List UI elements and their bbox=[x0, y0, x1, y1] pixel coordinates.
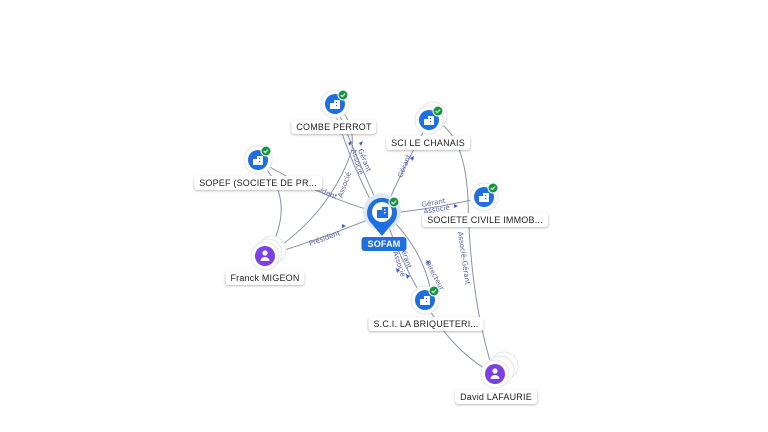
arrow-icon bbox=[410, 156, 414, 161]
arrow-icon bbox=[342, 224, 346, 228]
arrow-icon bbox=[396, 268, 400, 273]
building-icon bbox=[330, 100, 340, 109]
verified-check-icon bbox=[260, 145, 272, 157]
node-combe-perrot[interactable] bbox=[320, 89, 350, 119]
verified-check-icon bbox=[388, 196, 400, 208]
arrow-icon bbox=[454, 204, 458, 208]
edge-label-associe-gerant-chanais: Associé-Gérant bbox=[456, 231, 471, 285]
node-label-sopef[interactable]: SOPEF (SOCIETE DE PR... bbox=[194, 176, 322, 190]
building-icon bbox=[479, 193, 489, 202]
person-icon bbox=[490, 368, 500, 379]
arrow-icon bbox=[426, 260, 430, 265]
node-sofam[interactable] bbox=[363, 193, 401, 236]
node-label-societe-civile[interactable]: SOCIETE CIVILE IMMOB... bbox=[422, 213, 548, 227]
node-franck-migeon[interactable] bbox=[250, 235, 287, 271]
building-icon bbox=[420, 296, 430, 305]
node-sci-la-briqueterie[interactable] bbox=[410, 285, 440, 315]
building-icon bbox=[424, 116, 434, 125]
node-sci-le-chanais[interactable] bbox=[414, 101, 448, 135]
edge-label-gerant-chanais: Gérant bbox=[396, 153, 413, 179]
edge-label-president-franck: Président bbox=[308, 229, 342, 248]
arrow-icon bbox=[359, 141, 363, 146]
node-label-sci-la-briqueterie[interactable]: S.C.I. LA BRIQUETERI... bbox=[368, 317, 484, 331]
node-societe-civile[interactable] bbox=[469, 182, 499, 212]
node-label-sofam[interactable]: SOFAM bbox=[361, 237, 407, 251]
node-label-combe-perrot[interactable]: COMBE PERROT bbox=[291, 120, 377, 134]
node-sopef[interactable] bbox=[243, 145, 273, 175]
edge-franck-combe bbox=[265, 103, 353, 257]
node-david-lafaurie[interactable] bbox=[480, 351, 519, 389]
node-label-sci-le-chanais[interactable]: SCI LE CHANAIS bbox=[386, 136, 470, 150]
building-icon bbox=[253, 156, 263, 165]
arrow-icon bbox=[406, 274, 410, 279]
person-icon bbox=[260, 250, 270, 261]
verified-check-icon bbox=[432, 105, 444, 117]
verified-check-icon bbox=[428, 285, 440, 297]
building-icon bbox=[377, 207, 388, 218]
verified-check-icon bbox=[337, 89, 349, 101]
node-label-franck-migeon[interactable]: Franck MIGEON bbox=[225, 271, 305, 285]
arrow-icon bbox=[348, 141, 352, 146]
edge-label-associe-franck: Associé bbox=[336, 171, 353, 199]
edge-chanais-david bbox=[429, 117, 495, 375]
node-label-david-lafaurie[interactable]: David LAFAURIE bbox=[455, 390, 537, 404]
verified-check-icon bbox=[487, 182, 499, 194]
